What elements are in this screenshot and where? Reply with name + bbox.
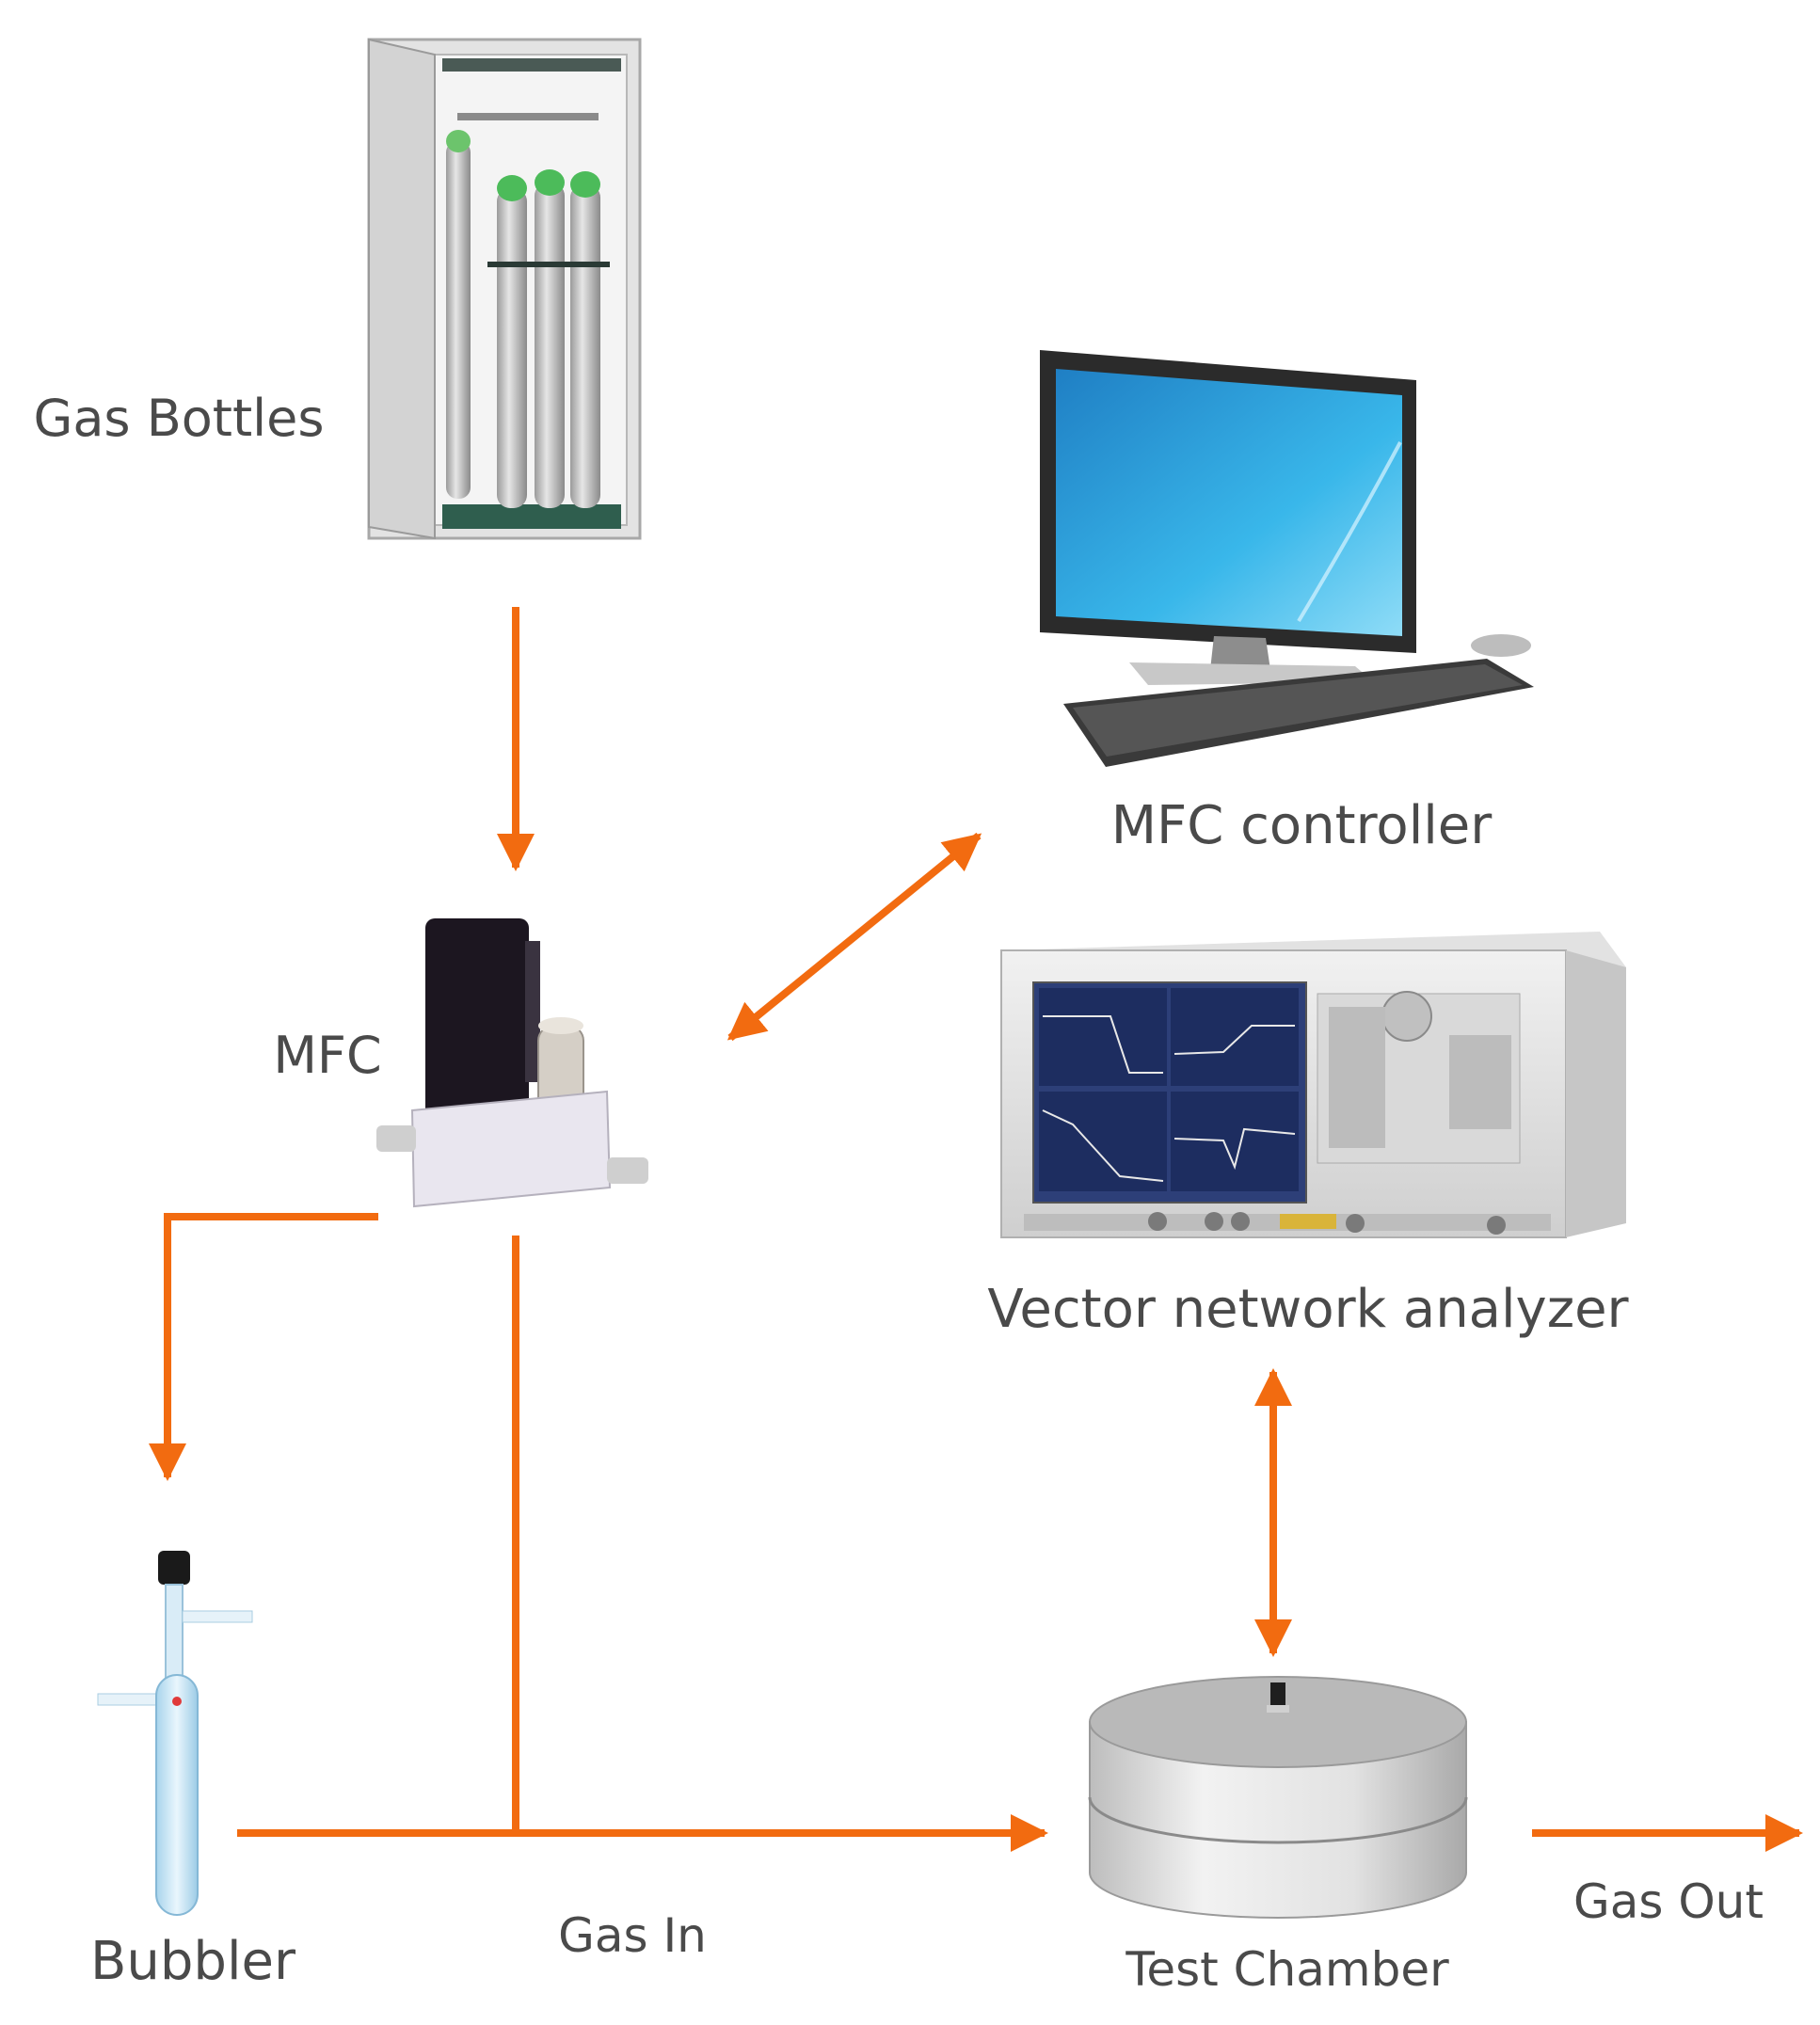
label-vector-network-analyzer: Vector network analyzer (987, 1279, 1629, 1340)
label-bubbler: Bubbler (90, 1931, 296, 1992)
gas-cylinder (535, 169, 565, 508)
gas-cylinder (446, 130, 471, 499)
arrow-mfc-to-bubbler (149, 1213, 378, 1481)
label-mfc-controller: MFC controller (1111, 795, 1493, 856)
label-gas-out: Gas Out (1573, 1874, 1764, 1929)
gas-cylinder (570, 171, 600, 508)
label-gas-in: Gas In (558, 1908, 707, 1963)
desktop-computer-icon (1040, 350, 1534, 767)
flow-arrows (149, 607, 1803, 1852)
mass-flow-controller-icon (376, 918, 648, 1208)
network-analyzer-icon (1000, 932, 1626, 1238)
label-gas-bottles: Gas Bottles (33, 389, 324, 448)
test-chamber-icon (1088, 1676, 1468, 1919)
bubbler-tube-icon (97, 1551, 253, 1916)
arrow-mfc-controller-link (726, 832, 982, 1042)
gas-cylinder (497, 175, 527, 508)
gas-cabinet-icon (367, 38, 642, 540)
label-mfc: MFC (273, 1026, 381, 1085)
label-test-chamber: Test Chamber (1125, 1942, 1449, 1997)
